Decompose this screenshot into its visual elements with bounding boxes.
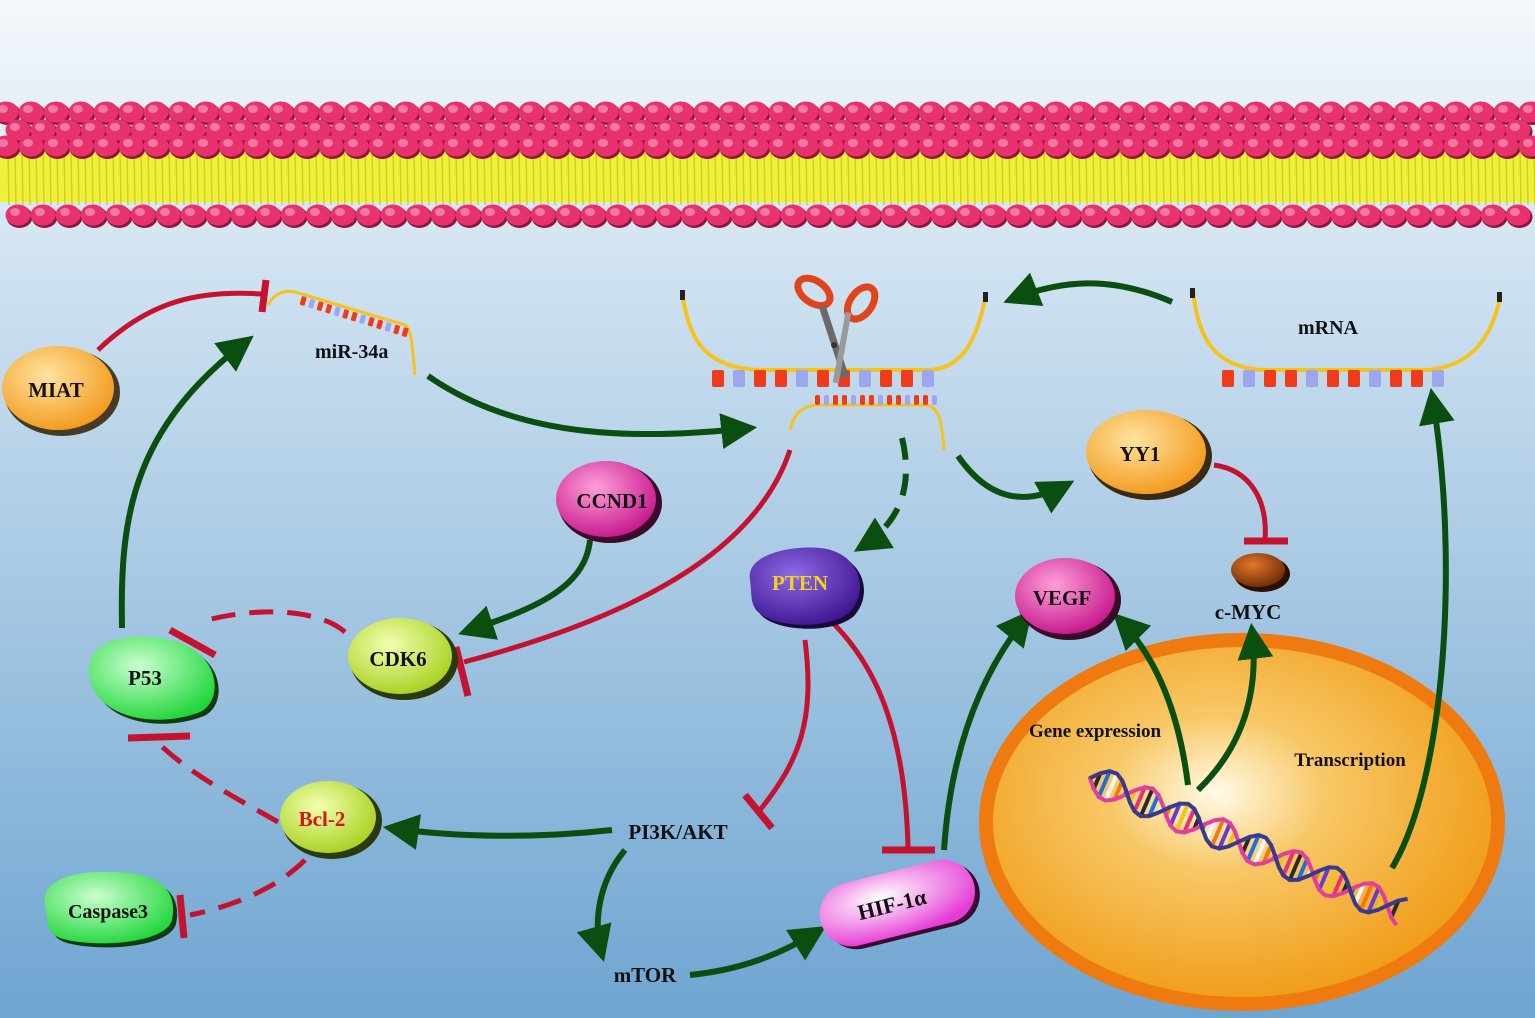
scissors-icon (794, 274, 879, 384)
miat-label: MIAT (28, 378, 84, 402)
edge-mtor-to-hif1a (689, 926, 827, 978)
edge-hif1a-to-vegf (941, 609, 1033, 851)
caspase3-node: Caspase3 (44, 871, 178, 948)
miat-node: MIAT (2, 346, 120, 436)
edge-cdk6-inhibits-p53 (199, 609, 347, 634)
cmyc-label: c-MYC (1215, 600, 1281, 624)
transcription-label: Transcription (1294, 750, 1406, 771)
mir34a-label: miR-34a (315, 341, 388, 363)
cdk6-node: CDK6 (348, 618, 458, 700)
ccnd1-label: CCND1 (576, 489, 647, 513)
edge-cleavage-inhibits-cdk6 (463, 449, 793, 665)
pten-node: PTEN (749, 547, 864, 629)
p53-node: P53 (88, 636, 219, 724)
edge-dna-to-mrna (1389, 387, 1455, 870)
vegf-label: VEGF (1033, 586, 1091, 610)
edge-p53-to-mir34a (118, 335, 254, 629)
bcl2-label: Bcl-2 (299, 807, 346, 831)
edge-pi3k-to-bcl2 (382, 814, 613, 850)
ccnd1-node: CCND1 (556, 461, 662, 543)
mrna-label: mRNA (1298, 317, 1359, 339)
rna-strand-icon (266, 288, 1502, 451)
lipid-bilayer-icon (0, 101, 1535, 228)
pi3k-akt-label: PI3K/AKT (628, 820, 727, 844)
edge-dna-to-vegf (1112, 612, 1191, 786)
edge-miat-inhibits-mir34a (96, 290, 263, 352)
edge-bcl2-inhibits-caspase3 (189, 858, 307, 918)
vegf-node: VEGF (1015, 558, 1121, 640)
edge-pi3k-to-mtor (576, 848, 628, 962)
edge-yy1-inhibits-cmyc (1213, 462, 1268, 541)
edge-pten-inhibits-hif1a (830, 620, 911, 849)
edges (96, 272, 1455, 978)
dna-helix-icon (1088, 769, 1408, 927)
cdk6-label: CDK6 (369, 647, 426, 671)
edge-cleavage-to-pten (853, 437, 909, 552)
edge-ccnd1-to-cdk6 (458, 539, 593, 640)
yy1-node: YY1 (1086, 410, 1212, 500)
edge-pten-inhibits-pi3k (758, 639, 811, 812)
edge-mir34a-to-cleavage (426, 373, 758, 450)
mtor-label: mTOR (614, 963, 677, 987)
pten-label: PTEN (772, 571, 828, 595)
yy1-label: YY1 (1120, 442, 1161, 466)
cmyc-node (1231, 553, 1290, 592)
bcl2-node: Bcl-2 (280, 781, 382, 859)
nucleus (979, 633, 1505, 1011)
caspase3-label: Caspase3 (68, 901, 148, 923)
hif1a-node: HIF-1α (819, 859, 980, 950)
gene-expression-label: Gene expression (1029, 721, 1162, 742)
edge-bcl2-inhibits-p53 (153, 738, 280, 825)
edge-mrna-to-cleavage (1003, 272, 1174, 307)
p53-label: P53 (128, 666, 162, 690)
edge-cleavage-to-yy1 (955, 454, 1075, 514)
edge-dna-to-cmyc (1195, 622, 1274, 793)
